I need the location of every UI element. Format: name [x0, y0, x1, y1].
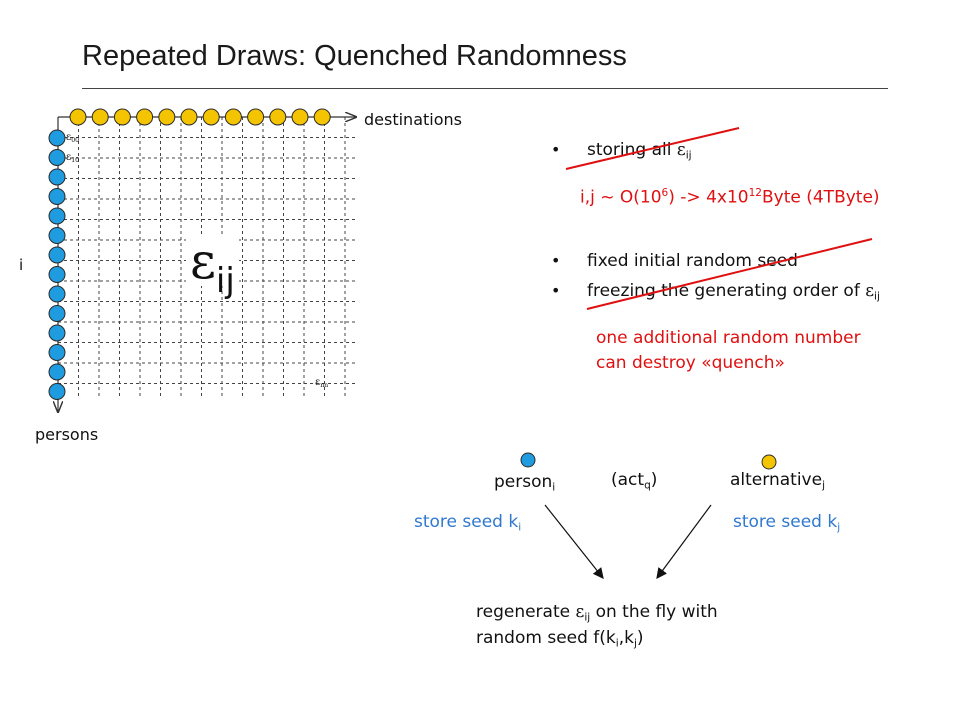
bullet-dot-3: •	[551, 281, 561, 300]
matrix-grid	[58, 117, 356, 398]
bullet-fixed-seed: fixed initial random seed	[587, 251, 798, 271]
destination-node	[69, 108, 87, 126]
arrow-alternative-seed	[656, 504, 712, 579]
destination-node	[136, 108, 154, 126]
strike-line-storing	[565, 127, 740, 170]
epsilon-00-label: ε00	[66, 132, 80, 145]
person-node	[48, 246, 66, 264]
person-node	[48, 383, 66, 400]
person-node	[48, 149, 66, 166]
person-node	[48, 344, 66, 361]
destination-circles	[69, 108, 331, 126]
destinations-label: destinations	[364, 110, 462, 129]
person-circles	[48, 129, 66, 400]
destination-node	[158, 108, 176, 126]
epsilon-nn-label: εnn	[315, 377, 329, 390]
bullet-dot-2: •	[551, 251, 561, 270]
person-node	[48, 168, 66, 186]
destination-node	[180, 108, 198, 126]
slide-title: Repeated Draws: Quenched Randomness	[82, 40, 627, 72]
destination-node	[313, 108, 331, 126]
destination-node	[247, 108, 265, 126]
persons-label: persons	[35, 425, 99, 444]
bullet-storing-all: storing all εij	[587, 140, 692, 162]
store-seed-ki: store seed ki	[414, 512, 522, 534]
store-seed-kj: store seed kj	[733, 512, 841, 534]
title-underline	[82, 88, 888, 89]
destination-node	[91, 108, 109, 126]
destination-node	[224, 108, 242, 126]
person-node	[48, 266, 66, 283]
person-node	[48, 363, 66, 381]
bullet-dot-1: •	[551, 140, 561, 159]
row-index-label: i	[19, 256, 24, 274]
person-label: personi	[494, 472, 556, 494]
destination-node	[269, 108, 287, 126]
act-q-label: (actq)	[611, 470, 658, 492]
destination-node	[113, 108, 131, 126]
epsilon-ij-symbol: εij	[186, 236, 239, 298]
person-node	[48, 285, 66, 303]
strike-line-fixed-seed	[586, 238, 873, 310]
arrow-person-seed	[544, 504, 604, 579]
person-node-circle	[520, 452, 536, 468]
destination-node	[202, 108, 220, 126]
person-node	[48, 305, 66, 322]
bullet-freezing-order: freezing the generating order of εij	[587, 281, 880, 303]
person-node	[48, 324, 66, 342]
person-node	[48, 129, 66, 147]
alternative-node-circle	[761, 454, 777, 470]
storage-estimate-note: i,j ~ O(106) -> 4x1012Byte (4TByte)	[580, 187, 880, 208]
person-node	[48, 207, 66, 225]
alternative-label: alternativej	[730, 470, 825, 492]
epsilon-10-label: ε10	[66, 152, 80, 165]
person-node	[48, 188, 66, 205]
person-node	[48, 227, 66, 244]
destination-node	[291, 108, 309, 126]
